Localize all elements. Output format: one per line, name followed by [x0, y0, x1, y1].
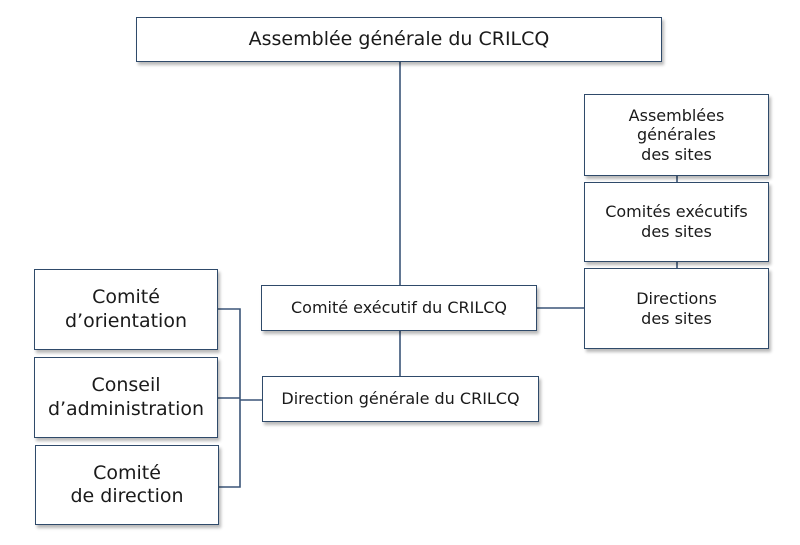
- site-directions-box: Directions des sites: [584, 268, 769, 349]
- agm-label: Assemblée générale du CRILCQ: [248, 27, 550, 50]
- exec-committee-label: Comité exécutif du CRILCQ: [290, 298, 508, 318]
- management-committee-box: Comité de direction: [35, 445, 219, 525]
- board-label: Conseil d’administration: [47, 374, 205, 420]
- site-exec-committees-label: Comités exécutifs des sites: [605, 202, 748, 241]
- agm-box: Assemblée générale du CRILCQ: [136, 17, 662, 62]
- management-committee-label: Comité de direction: [70, 461, 184, 507]
- board-box: Conseil d’administration: [34, 357, 218, 438]
- general-direction-box: Direction générale du CRILCQ: [262, 376, 539, 422]
- site-directions-label: Directions des sites: [636, 288, 717, 328]
- orientation-committee-box: Comité d’orientation: [34, 269, 218, 350]
- site-assemblies-box: Assemblées générales des sites: [584, 94, 769, 176]
- site-exec-committees-box: Comités exécutifs des sites: [584, 182, 769, 262]
- site-assemblies-label: Assemblées générales des sites: [628, 105, 725, 164]
- general-direction-label: Direction générale du CRILCQ: [281, 389, 520, 409]
- exec-committee-box: Comité exécutif du CRILCQ: [261, 285, 537, 331]
- orientation-committee-label: Comité d’orientation: [64, 286, 188, 332]
